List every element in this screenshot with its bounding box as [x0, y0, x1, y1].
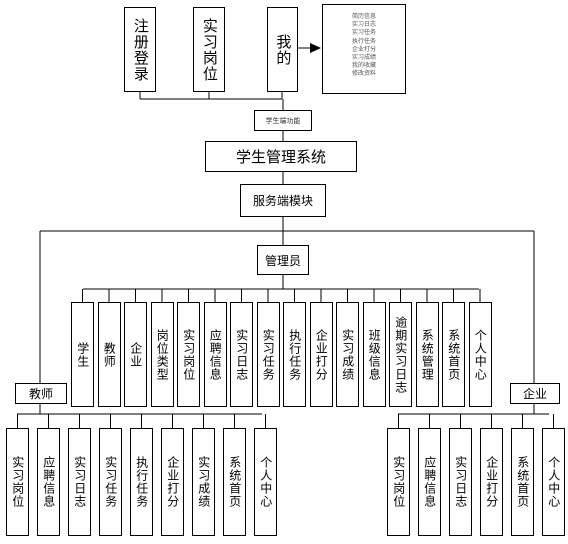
enterprise-function-box: 实习岗位	[387, 428, 410, 536]
enterprise-function-box: 实习日志	[449, 428, 472, 536]
my-box: 我的	[267, 7, 298, 92]
admin-function-box: 执行任务	[283, 302, 306, 407]
admin-function-box: 系统管理	[415, 302, 439, 407]
teacher-function-box: 个人中心	[254, 428, 277, 536]
admin-function-box: 企业打分	[309, 302, 333, 407]
admin-function-box: 学生	[71, 302, 94, 407]
service-module-box: 服务端模块	[240, 184, 326, 217]
submenu-item: 实习任务	[351, 29, 376, 37]
admin-function-box: 实习岗位	[177, 302, 200, 407]
student-app-label: 学生端功能	[254, 110, 312, 131]
submenu-item: 简历信息	[351, 13, 376, 20]
admin-function-box: 应聘信息	[203, 302, 227, 407]
submenu-item: 我的收藏	[351, 62, 376, 70]
enterprise-function-box: 企业打分	[480, 428, 503, 536]
admin-box: 管理员	[257, 245, 309, 275]
submenu-item: 实习成绩	[351, 54, 376, 62]
admin-function-box: 个人中心	[468, 302, 492, 407]
enterprise-function-box: 个人中心	[542, 428, 565, 536]
teacher-function-box: 实习成绩	[192, 428, 215, 536]
admin-function-box: 班级信息	[362, 302, 386, 407]
internship-post-box: 实习岗位	[193, 7, 225, 92]
system-title-box: 学生管理系统	[205, 141, 357, 172]
enterprise-function-box: 应聘信息	[418, 428, 441, 536]
admin-function-box: 实习日志	[230, 302, 253, 407]
teacher-function-box: 实习日志	[68, 428, 91, 536]
teacher-function-box: 企业打分	[161, 428, 184, 536]
teacher-function-box: 系统首页	[223, 428, 246, 536]
enterprise-box: 企业	[510, 383, 560, 404]
admin-function-box: 实习成绩	[336, 302, 359, 407]
teacher-function-box: 实习岗位	[6, 428, 29, 536]
admin-function-box: 教师	[97, 302, 121, 407]
register-login-box: 注册登录	[124, 7, 156, 92]
admin-function-box: 逾期实习日志	[389, 302, 412, 407]
submenu-item: 企业打分	[351, 45, 376, 53]
enterprise-function-box: 系统首页	[511, 428, 534, 536]
submenu-item: 修改资料	[351, 70, 376, 78]
teacher-function-box: 应聘信息	[37, 428, 60, 536]
teacher-function-box: 执行任务	[130, 428, 153, 536]
submenu-item: 实习日志	[351, 21, 376, 29]
teacher-box: 教师	[15, 383, 67, 404]
submenu-item: 执行任务	[351, 37, 376, 45]
teacher-function-box: 实习任务	[99, 428, 122, 536]
admin-function-box: 系统首页	[442, 302, 465, 407]
admin-function-box: 岗位类型	[150, 302, 174, 407]
admin-function-box: 实习任务	[256, 302, 280, 407]
my-submenu-list: 简历信息 实习日志 实习任务 执行任务 企业打分 实习成绩 我的收藏 修改资料	[322, 4, 406, 94]
admin-function-box: 企业	[124, 302, 147, 407]
